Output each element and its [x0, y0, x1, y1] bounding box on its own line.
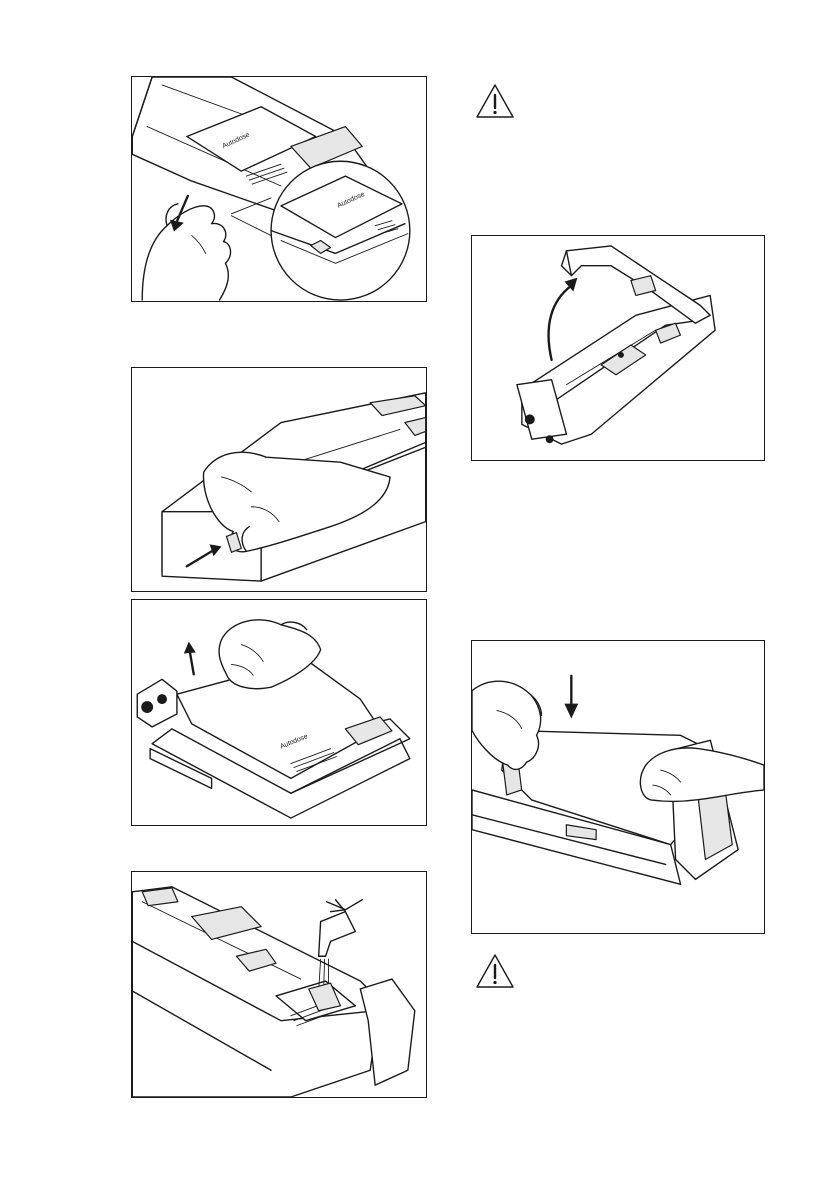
curved-arrow-icon: [549, 286, 572, 360]
warning-triangle-icon: [474, 82, 516, 120]
warning-icon-bottom: [474, 952, 516, 990]
warning-icon-top: [474, 82, 516, 120]
figure-rinse-under-tap: [131, 871, 427, 1098]
figure-release-dispenser: Autodose Autodose: [131, 76, 427, 302]
figure-lift-cover: Autodose: [131, 599, 427, 826]
warning-triangle-icon: [474, 952, 516, 990]
figure-press-cover-closed: [471, 640, 765, 934]
figure-open-cover-hinge: [471, 235, 765, 461]
figure-press-release-catch: [131, 367, 427, 592]
